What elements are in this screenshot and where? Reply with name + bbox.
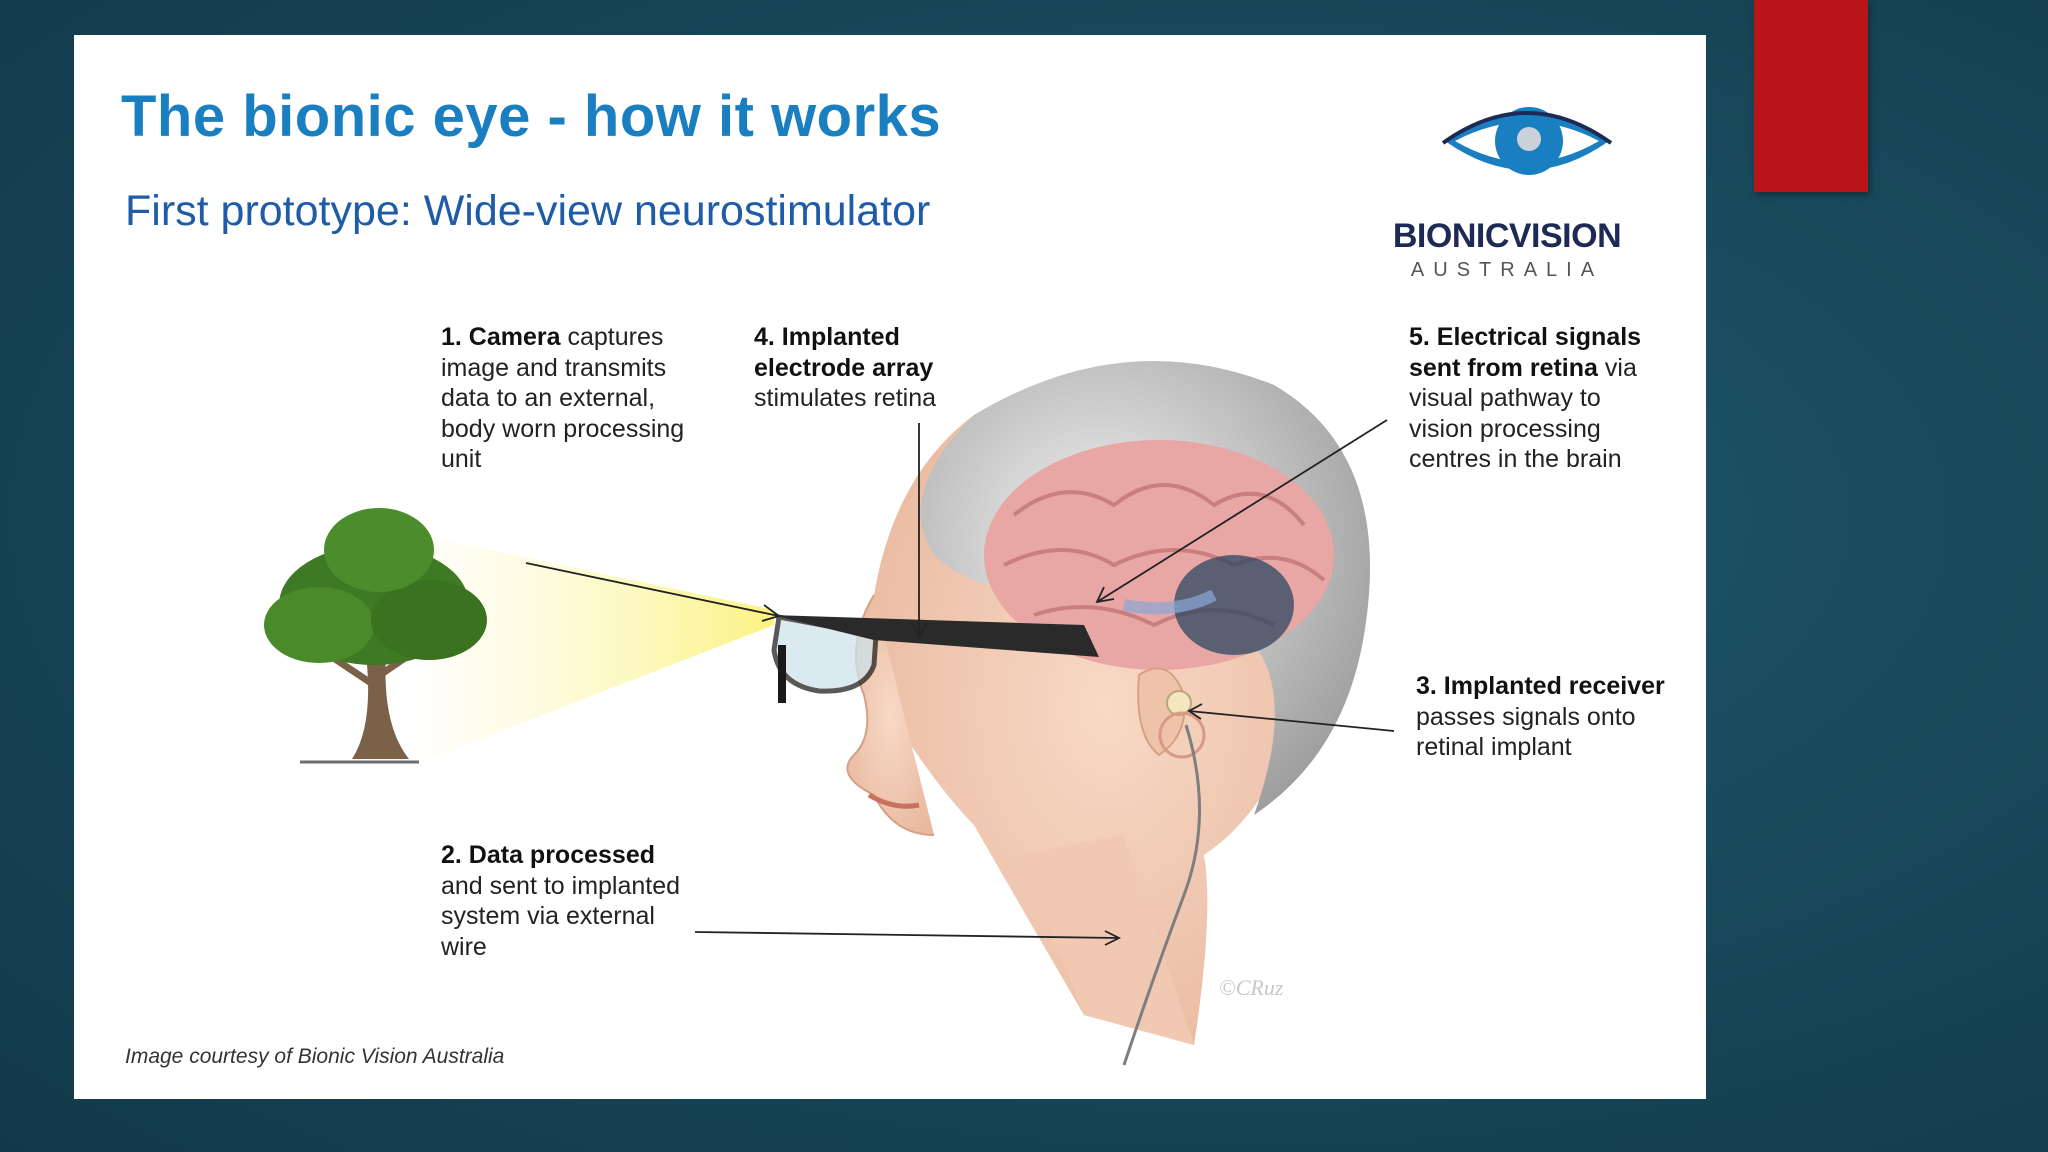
light-beam bbox=[419, 535, 774, 763]
callout-data-body: and sent to implanted system via externa… bbox=[441, 872, 680, 961]
illustration-signature: ©CRuz bbox=[1219, 975, 1284, 1000]
slide: The bionic eye - how it works First prot… bbox=[74, 35, 1706, 1099]
callout-implanted-receiver: 3. Implanted receiver passes signals ont… bbox=[1416, 671, 1676, 763]
callout-electrode-body: stimulates retina bbox=[754, 384, 936, 412]
callout-camera: 1. Camera captures image and transmits d… bbox=[441, 322, 701, 475]
callout-receiver-body: passes signals onto retinal implant bbox=[1416, 703, 1636, 762]
bionic-eye-illustration: ©CRuz bbox=[74, 35, 1706, 1099]
callout-electrical-signals: 5. Electrical signals sent from retina v… bbox=[1409, 322, 1649, 475]
callout-data-heading: 2. Data processed bbox=[441, 841, 655, 869]
callout-electrode-heading: 4. Implanted electrode array bbox=[754, 323, 933, 382]
callout-electrode-array: 4. Implanted electrode array stimulates … bbox=[754, 322, 1014, 414]
head-illustration: ©CRuz bbox=[847, 361, 1370, 1065]
image-credit: Image courtesy of Bionic Vision Australi… bbox=[125, 1045, 504, 1069]
callout-data-processed: 2. Data processed and sent to implanted … bbox=[441, 840, 701, 962]
callout-receiver-heading: 3. Implanted receiver bbox=[1416, 672, 1665, 700]
callout-camera-heading: 1. Camera bbox=[441, 323, 561, 351]
red-accent-tab bbox=[1754, 0, 1868, 192]
